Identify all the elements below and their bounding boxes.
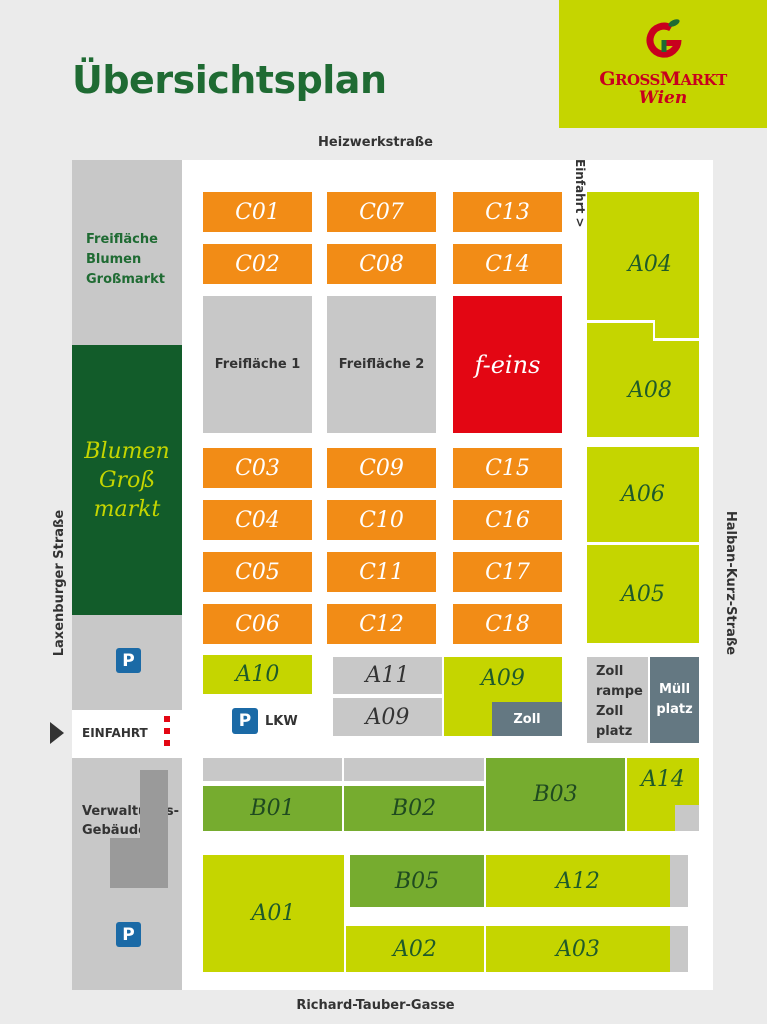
street-top: Heizwerkstraße bbox=[318, 135, 433, 150]
freiflaeche-2[interactable]: Freifläche 2 bbox=[327, 296, 436, 433]
hall-a09-label: A09 bbox=[481, 665, 525, 691]
hall-a11[interactable]: A11 bbox=[333, 657, 442, 694]
hall-a01[interactable]: A01 bbox=[203, 855, 344, 972]
street-bottom: Richard-Tauber-Gasse bbox=[296, 998, 455, 1013]
stall-c15[interactable]: C15 bbox=[453, 448, 562, 488]
street-right: Halban-Kurz-Straße bbox=[723, 510, 738, 656]
ramp-b01 bbox=[203, 758, 342, 781]
hall-a10[interactable]: A10 bbox=[203, 655, 312, 694]
building-shape-2 bbox=[140, 770, 168, 888]
hall-a06[interactable]: A06 bbox=[587, 447, 699, 542]
hall-b02[interactable]: B02 bbox=[344, 786, 484, 831]
parking-icon: P bbox=[116, 922, 141, 947]
stall-c04[interactable]: C04 bbox=[203, 500, 312, 540]
hall-a04-label: A04 bbox=[628, 251, 672, 277]
hall-a09-grey[interactable]: A09 bbox=[333, 698, 442, 736]
lkw-parking-icon: P bbox=[232, 708, 258, 734]
a14-annex bbox=[675, 805, 699, 831]
hall-a05[interactable]: A05 bbox=[587, 545, 699, 643]
lkw-label: LKW bbox=[265, 714, 298, 729]
entrance-top-label: Einfahrt > bbox=[573, 159, 587, 228]
building-shape-1 bbox=[110, 838, 140, 888]
blumen-line-2: Groß bbox=[98, 467, 156, 493]
stall-c08[interactable]: C08 bbox=[327, 244, 436, 284]
blumen-line-1: Blumen bbox=[84, 438, 170, 464]
stall-c11[interactable]: C11 bbox=[327, 552, 436, 592]
entrance-left-label: EINFAHRT bbox=[82, 726, 148, 740]
hall-a14-label: A14 bbox=[641, 766, 685, 792]
barrier-gate bbox=[164, 716, 170, 750]
logo-brand: GROSSMARKT bbox=[599, 68, 727, 90]
freiflaeche-blumen-area[interactable] bbox=[72, 160, 182, 345]
stall-c05[interactable]: C05 bbox=[203, 552, 312, 592]
a03-annex bbox=[670, 926, 688, 972]
zollrampe-area[interactable] bbox=[587, 657, 648, 743]
stall-c01[interactable]: C01 bbox=[203, 192, 312, 232]
freiflaeche-blumen-label: Freifläche Blumen Großmarkt bbox=[86, 232, 165, 287]
parking-icon: P bbox=[116, 648, 141, 673]
stall-c09[interactable]: C09 bbox=[327, 448, 436, 488]
stall-c17[interactable]: C17 bbox=[453, 552, 562, 592]
zoll-building[interactable]: Zoll bbox=[492, 702, 562, 736]
hall-b05[interactable]: B05 bbox=[350, 855, 484, 907]
page-title: Übersichtsplan bbox=[72, 58, 387, 102]
stall-c10[interactable]: C10 bbox=[327, 500, 436, 540]
logo-city: Wien bbox=[638, 88, 688, 108]
hall-b01[interactable]: B01 bbox=[203, 786, 342, 831]
ramp-b02 bbox=[344, 758, 484, 781]
hall-a04-a08-shape[interactable] bbox=[587, 192, 699, 437]
hall-b03[interactable]: B03 bbox=[486, 758, 625, 831]
f-eins-hall[interactable]: f-eins bbox=[453, 296, 562, 433]
muellplatz[interactable]: Müll platz bbox=[650, 657, 699, 743]
a12-annex bbox=[670, 855, 688, 907]
stall-c02[interactable]: C02 bbox=[203, 244, 312, 284]
blumen-grossmarkt-hall[interactable]: Blumen Groß markt bbox=[72, 345, 182, 615]
stall-c06[interactable]: C06 bbox=[203, 604, 312, 644]
hall-a03[interactable]: A03 bbox=[486, 926, 670, 972]
stall-c18[interactable]: C18 bbox=[453, 604, 562, 644]
stall-c16[interactable]: C16 bbox=[453, 500, 562, 540]
hall-a02[interactable]: A02 bbox=[346, 926, 484, 972]
stall-c12[interactable]: C12 bbox=[327, 604, 436, 644]
hall-a08-label: A08 bbox=[628, 377, 672, 403]
logo-panel[interactable] bbox=[559, 0, 767, 128]
stall-c03[interactable]: C03 bbox=[203, 448, 312, 488]
entrance-left-lane[interactable] bbox=[72, 710, 182, 758]
stall-c07[interactable]: C07 bbox=[327, 192, 436, 232]
grossmarkt-logo-icon bbox=[646, 19, 682, 58]
blumen-line-3: markt bbox=[93, 496, 161, 522]
entrance-arrow-icon bbox=[50, 722, 64, 744]
street-left: Laxenburger Straße bbox=[52, 509, 67, 657]
zollrampe-label: Zoll rampe Zoll platz bbox=[596, 664, 643, 739]
hall-a12[interactable]: A12 bbox=[486, 855, 670, 907]
stall-c13[interactable]: C13 bbox=[453, 192, 562, 232]
freiflaeche-1[interactable]: Freifläche 1 bbox=[203, 296, 312, 433]
stall-c14[interactable]: C14 bbox=[453, 244, 562, 284]
